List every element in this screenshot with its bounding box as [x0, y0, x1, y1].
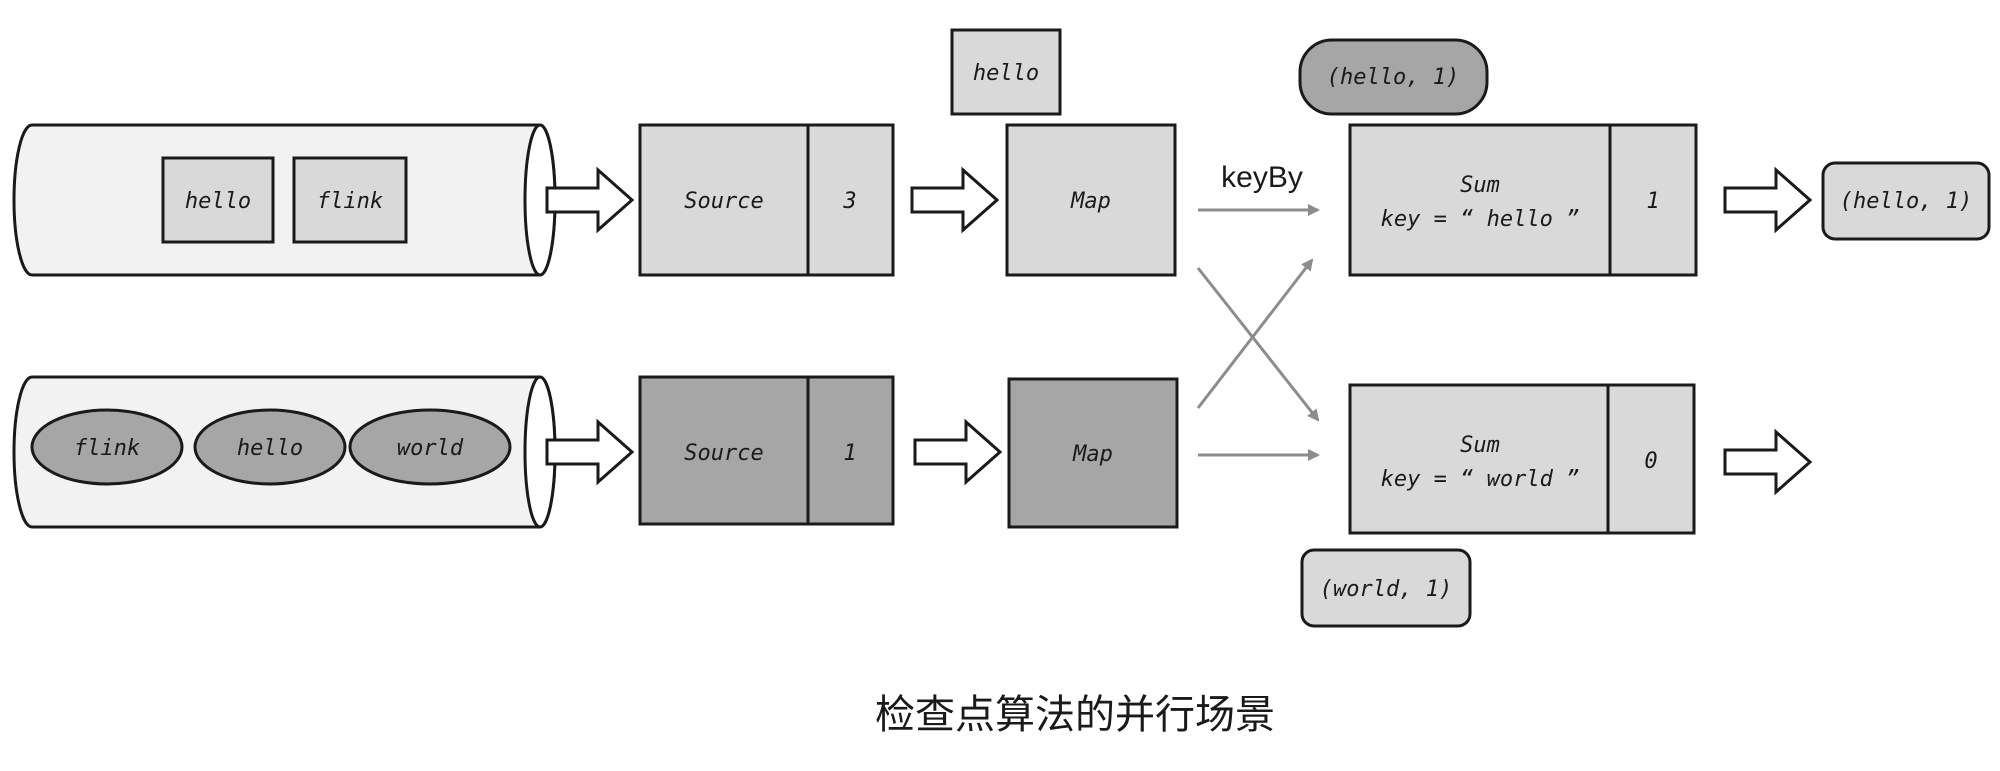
map-task-2: Map — [1007, 377, 1179, 529]
figure-caption: 检查点算法的并行场景 — [875, 692, 1275, 738]
stream-item-label: flink — [317, 189, 383, 214]
block-arrow — [1723, 428, 1813, 496]
sum-state-tag-2: (world, 1) — [1300, 548, 1472, 628]
keyby-connector — [1196, 258, 1314, 409]
sum-key: key = “ world ” — [1381, 467, 1580, 492]
sum-label: Sum — [1460, 433, 1500, 458]
input-stream-2: flink hello world — [12, 375, 557, 529]
stream-item: flink — [30, 408, 184, 486]
block-arrow — [545, 418, 635, 486]
source-offset: 3 — [842, 189, 856, 214]
output-label: (hello, 1) — [1840, 189, 1972, 214]
sum-key: key = “ hello ” — [1381, 207, 1580, 232]
block-arrow — [910, 166, 1000, 234]
stream-item: world — [348, 408, 512, 486]
sum-label: Sum — [1460, 173, 1500, 198]
input-stream-1: hello flink — [12, 123, 557, 277]
source-task-2: Source 1 — [638, 375, 895, 526]
state-tag-label: (world, 1) — [1320, 577, 1452, 602]
source-label: Source — [684, 189, 763, 214]
stream-item: hello — [193, 408, 347, 486]
in-flight-label: hello — [973, 61, 1039, 86]
stream-item: hello — [161, 156, 275, 244]
stream-item: flink — [292, 156, 408, 244]
map-task-1: Map — [1005, 123, 1177, 277]
block-arrow — [913, 418, 1003, 486]
sum-count: 0 — [1644, 449, 1657, 474]
sum-task-1: Sum key = “ hello ” 1 — [1348, 123, 1698, 277]
output-record: (hello, 1) — [1821, 161, 1991, 241]
in-flight-record: hello — [950, 28, 1062, 116]
stream-item-label: hello — [185, 189, 251, 214]
map-label: Map — [1070, 189, 1111, 214]
stream-item-label: world — [397, 436, 464, 461]
stream-item-label: flink — [74, 436, 140, 461]
sum-task-2: Sum key = “ world ” 0 — [1348, 383, 1696, 535]
source-task-1: Source 3 — [638, 123, 895, 277]
keyby-label: keyBy — [1221, 161, 1303, 194]
state-tag-label: (hello, 1) — [1327, 65, 1459, 90]
block-arrow — [1723, 166, 1813, 234]
block-arrow — [545, 166, 635, 234]
sum-count: 1 — [1646, 189, 1659, 214]
sum-state-tag-1: (hello, 1) — [1298, 38, 1489, 116]
stream-item-label: hello — [237, 436, 303, 461]
source-offset: 1 — [843, 441, 856, 466]
source-label: Source — [684, 441, 763, 466]
keyby-connector — [1196, 267, 1320, 422]
map-label: Map — [1072, 442, 1113, 467]
